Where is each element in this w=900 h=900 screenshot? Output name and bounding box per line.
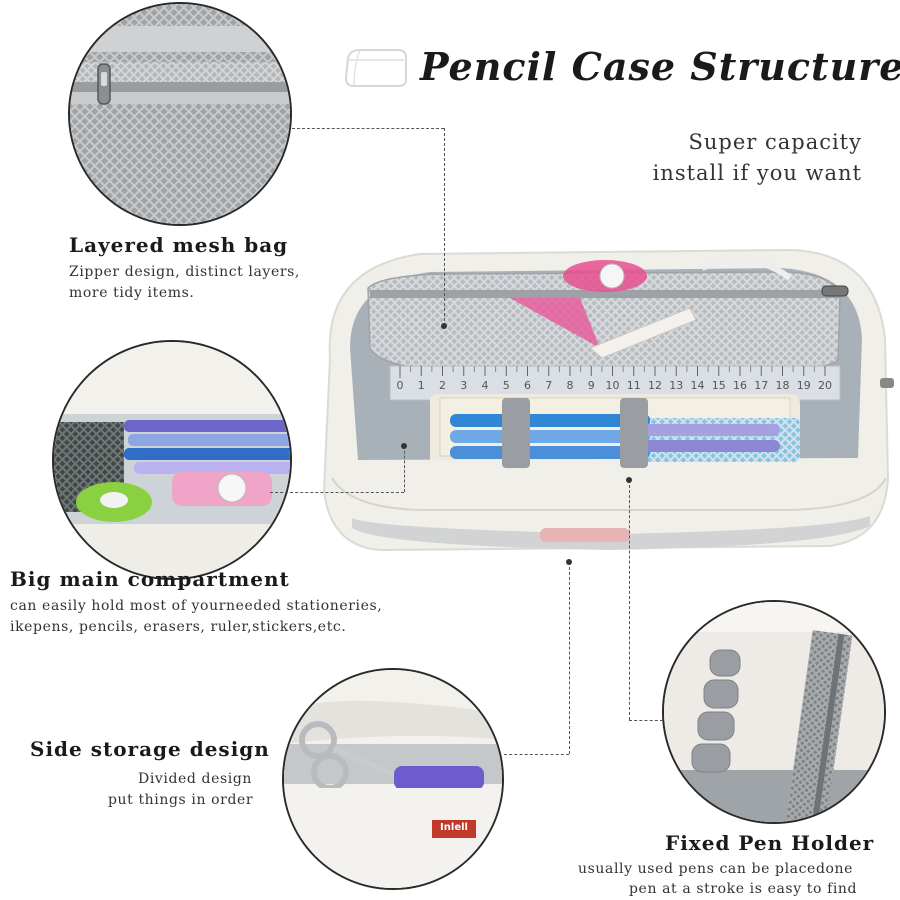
mesh-bag-desc-2: more tidy items. [69, 285, 195, 301]
ruler-number: 11 [627, 379, 641, 392]
callout-line-pen-v [629, 480, 630, 720]
side-storage-photo: Inlell [282, 668, 504, 890]
callout-line-mesh-v [444, 128, 445, 326]
ruler-number: 1 [418, 379, 425, 392]
callout-dot-mesh [441, 323, 447, 329]
side-storage-heading: Side storage design [30, 737, 270, 761]
ruler-number: 5 [503, 379, 510, 392]
callout-line-pen-h [629, 720, 663, 721]
ruler-number: 7 [545, 379, 552, 392]
ruler-number: 15 [712, 379, 726, 392]
ruler-number: 14 [691, 379, 705, 392]
callout-line-main-v [404, 446, 405, 492]
ruler-number: 20 [818, 379, 832, 392]
ruler-number: 19 [797, 379, 811, 392]
subtitle-line-1: Super capacity [688, 130, 862, 154]
pen-holder-heading: Fixed Pen Holder [665, 831, 875, 855]
pen-holder-desc-2: pen at a stroke is easy to find [629, 881, 858, 897]
callout-line-side-h [504, 754, 569, 755]
mesh-bag-heading: Layered mesh bag [69, 233, 289, 257]
ruler-number: 10 [606, 379, 620, 392]
ruler-number: 18 [776, 379, 790, 392]
ruler-number: 4 [482, 379, 489, 392]
mesh-bag-desc-1: Zipper design, distinct layers, [69, 264, 300, 280]
ruler-number: 9 [588, 379, 595, 392]
mesh-bag-photo [68, 2, 292, 226]
ruler-number: 17 [754, 379, 768, 392]
ruler-number: 12 [648, 379, 662, 392]
main-compartment-photo [52, 340, 292, 580]
main-compartment-desc-1: can easily hold most of yourneeded stati… [10, 598, 383, 614]
main-compartment-desc-2: ikepens, pencils, erasers, ruler,sticker… [10, 619, 347, 635]
ruler-number: 3 [460, 379, 467, 392]
ruler-number: 13 [669, 379, 683, 392]
callout-dot-side [566, 559, 572, 565]
callout-line-main-h [270, 492, 404, 493]
pen-holder-photo [662, 600, 886, 824]
callout-line-side-v [569, 562, 570, 754]
page-title: Pencil Case Structure [420, 44, 900, 89]
ruler-number: 2 [439, 379, 446, 392]
callout-dot-main [401, 443, 407, 449]
side-storage-desc-2: put things in order [108, 792, 254, 808]
main-compartment-heading: Big main compartment [10, 567, 290, 591]
ruler-number: 8 [567, 379, 574, 392]
ruler-number: 6 [524, 379, 531, 392]
pen-holder-desc-1: usually used pens can be placedone [578, 861, 854, 877]
ruler-number: 0 [397, 379, 404, 392]
ruler-number: 16 [733, 379, 747, 392]
subtitle-line-2: install if you want [652, 161, 862, 185]
pencil-case-icon [344, 49, 407, 87]
callout-line-mesh-h [292, 128, 444, 129]
brand-tag: Inlell [440, 822, 468, 833]
side-storage-desc-1: Divided design [138, 771, 253, 787]
callout-dot-pen [626, 477, 632, 483]
